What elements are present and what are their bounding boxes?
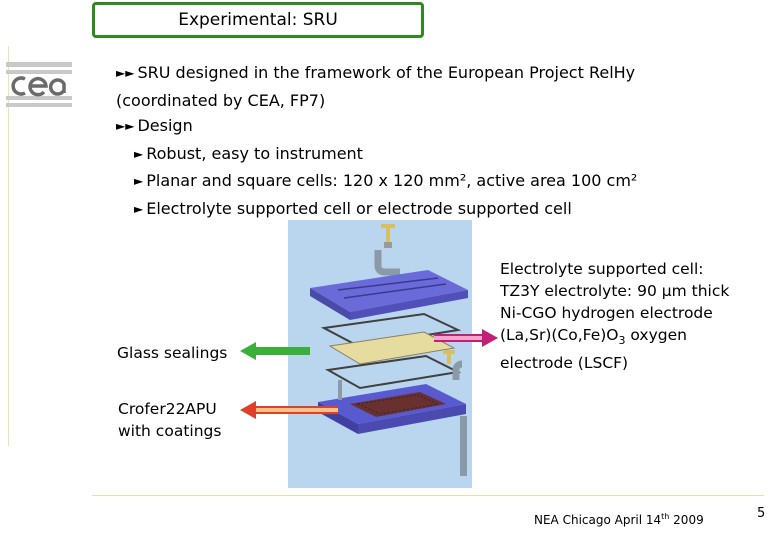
double-arrow-icon: ►►	[116, 119, 135, 133]
cell-desc-line-4-post: oxygen	[625, 326, 687, 344]
footer-text-pre: NEA Chicago April 14	[534, 513, 662, 527]
double-arrow-icon: ►►	[116, 66, 135, 80]
crofer-label-line-1: Crofer22APU	[118, 400, 217, 418]
bullet-list: ►►SRU designed in the framework of the E…	[116, 60, 637, 223]
crofer-arrow	[240, 400, 340, 420]
cell-desc-line-2: TZ3Y electrolyte: 90 µm thick	[500, 282, 730, 300]
sub-bullet-3: ►Electrolyte supported cell or electrode…	[116, 196, 637, 224]
footer-text: NEA Chicago April 14th 2009	[534, 512, 704, 527]
sub-bullet-2-text: Planar and square cells: 120 x 120 mm², …	[146, 171, 638, 190]
sub-bullet-1-text: Robust, easy to instrument	[146, 143, 363, 163]
sru-exploded-view-image	[288, 220, 472, 488]
page-number: 5	[757, 506, 766, 521]
sub-bullet-2: ►Planar and square cells: 120 x 120 mm²,…	[116, 168, 637, 196]
sub-bullet-1: ►Robust, easy to instrument	[116, 141, 637, 169]
arrow-icon: ►	[134, 174, 144, 188]
bullet-1-text: SRU designed in the framework of the Eur…	[137, 63, 636, 82]
crofer-label-line-2: with coatings	[118, 422, 222, 440]
arrow-icon: ►	[134, 146, 144, 161]
cell-desc-line-1: Electrolyte supported cell:	[500, 260, 704, 278]
footer-text-sup: th	[661, 512, 670, 521]
bullet-1-cont: (coordinated by CEA, FP7)	[116, 88, 637, 114]
glass-sealings-arrow	[240, 341, 312, 361]
cell-desc-line-3: Ni-CGO hydrogen electrode	[500, 304, 713, 322]
bullet-2-text: Design	[137, 116, 193, 135]
left-rule	[0, 46, 9, 446]
sub-bullet-3-text: Electrolyte supported cell or electrode …	[146, 198, 572, 218]
crofer-label: Crofer22APU with coatings	[118, 398, 221, 442]
bullet-1: ►►SRU designed in the framework of the E…	[116, 60, 637, 88]
bullet-2: ►►Design	[116, 113, 637, 141]
cea-logo	[6, 60, 72, 108]
footer-rule	[92, 495, 764, 496]
bullet-1-text-cont: (coordinated by CEA, FP7)	[116, 90, 326, 110]
footer-text-post: 2009	[669, 513, 704, 527]
cell-desc-line-5: electrode (LSCF)	[500, 354, 629, 373]
cell-description: Electrolyte supported cell: TZ3Y electro…	[500, 258, 729, 374]
cell-desc-line-4: (La,Sr)(Co,Fe)O3 oxygen	[500, 324, 729, 352]
cell-desc-line-4-sub: 3	[618, 334, 626, 348]
arrow-icon: ►	[134, 201, 144, 216]
cell-desc-line-4-pre: (La,Sr)(Co,Fe)O	[500, 326, 619, 344]
glass-sealings-label: Glass sealings	[117, 344, 228, 362]
slide-title-box: Experimental: SRU	[92, 2, 424, 38]
cell-arrow	[434, 328, 498, 348]
slide-title: Experimental: SRU	[178, 10, 338, 30]
